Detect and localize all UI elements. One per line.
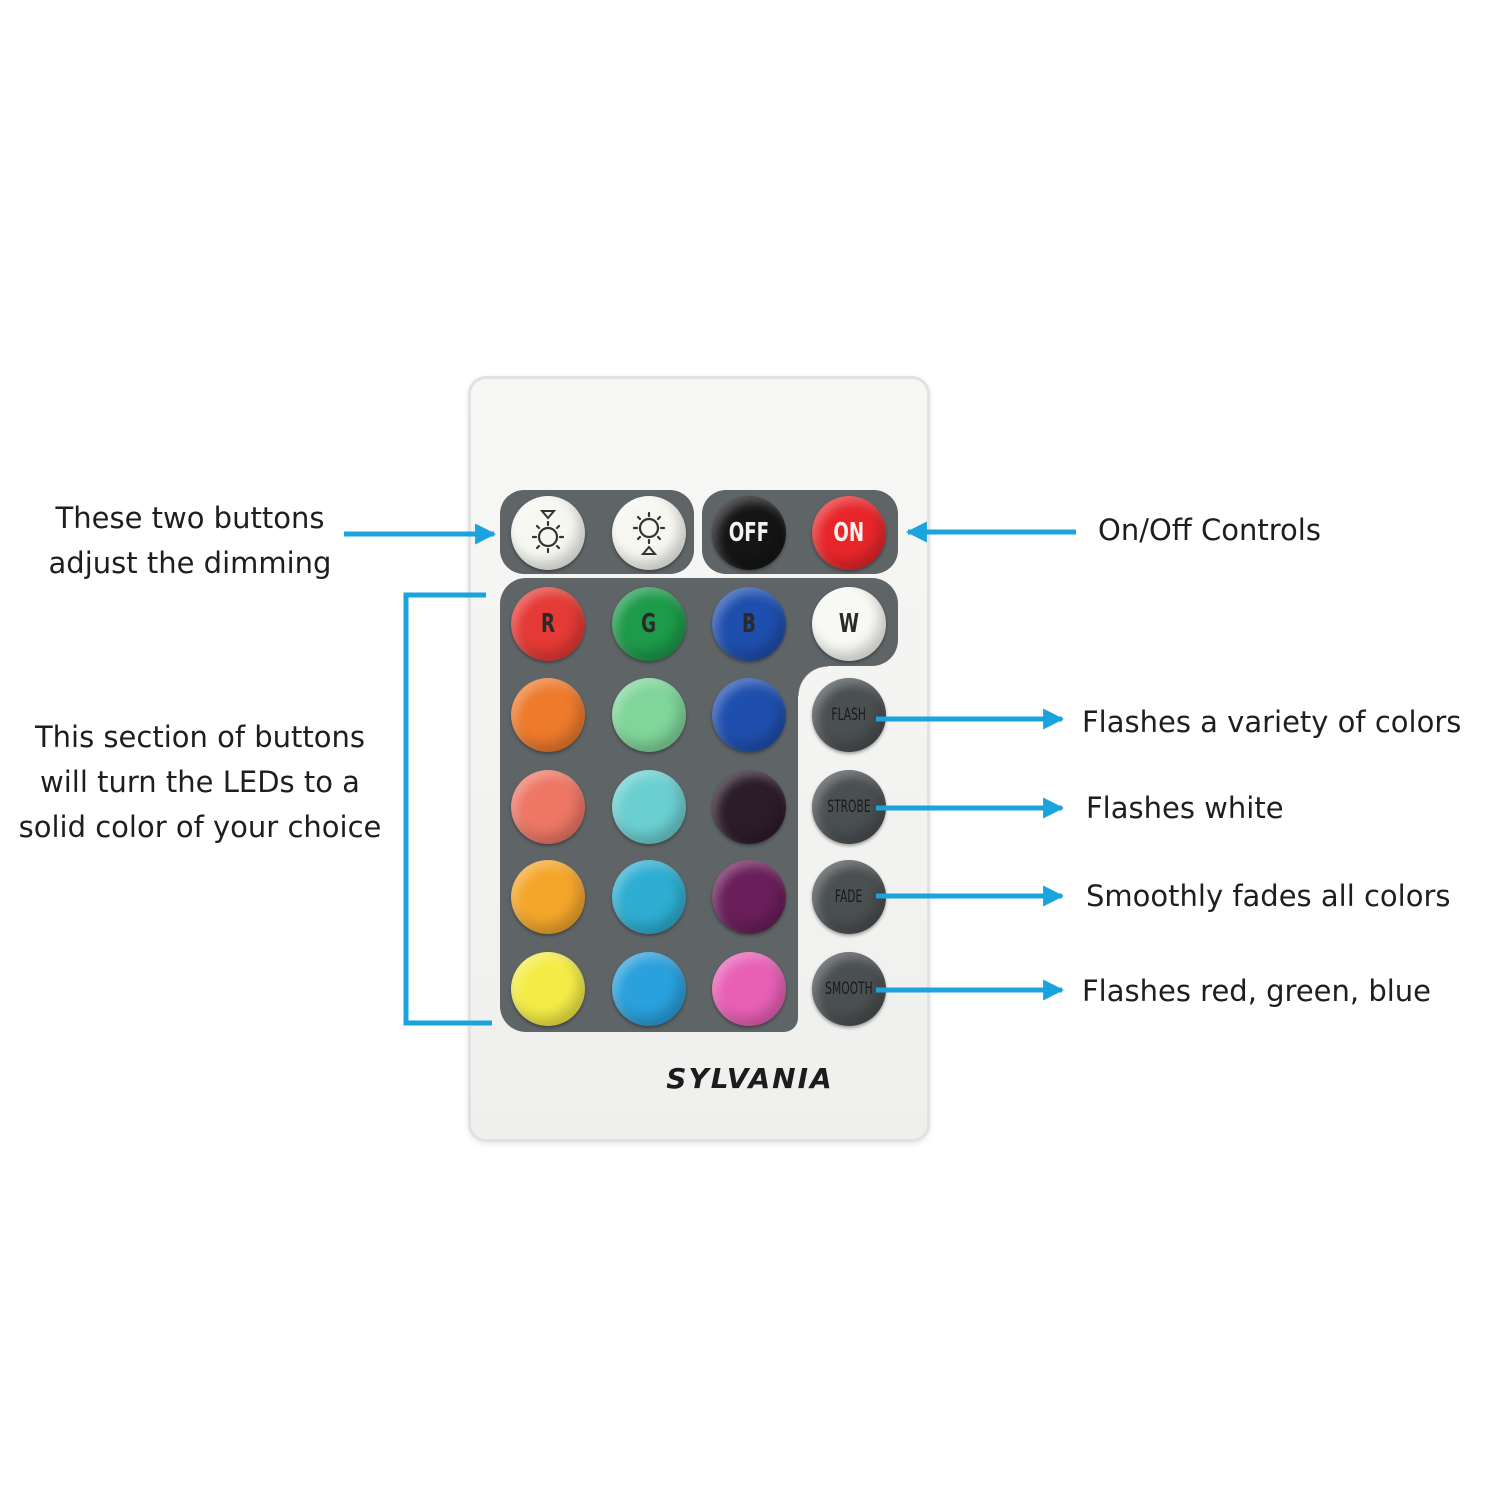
strobe-label: STROBE: [827, 797, 871, 817]
color-button[interactable]: [511, 770, 585, 844]
fade-label: FADE: [835, 887, 863, 907]
smooth-button[interactable]: SMOOTH: [812, 952, 886, 1026]
color-button[interactable]: [712, 860, 786, 934]
colors-line-3: solid color of your choice: [18, 810, 382, 844]
smooth-label: SMOOTH: [825, 979, 873, 999]
brightness-down-icon: [531, 510, 565, 554]
colors-line-2: will turn the LEDs to a: [40, 765, 360, 799]
off-button[interactable]: OFF: [712, 496, 786, 570]
color-button[interactable]: [612, 678, 686, 752]
fade-button[interactable]: FADE: [812, 860, 886, 934]
dim-down-button[interactable]: [511, 496, 585, 570]
dimming-line-1: These two buttons: [55, 501, 325, 535]
dimming-line-2: adjust the dimming: [48, 546, 332, 580]
flash-label: FLASH: [831, 705, 867, 725]
power-annotation: On/Off Controls: [1098, 513, 1321, 547]
red-label: R: [540, 609, 556, 639]
color-button[interactable]: [511, 860, 585, 934]
blue-button[interactable]: B: [712, 587, 786, 661]
colors-line-1: This section of buttons: [34, 720, 366, 754]
color-button[interactable]: [511, 952, 585, 1026]
color-button[interactable]: [612, 770, 686, 844]
white-label: W: [838, 609, 860, 639]
flash-button[interactable]: FLASH: [812, 678, 886, 752]
color-button[interactable]: [511, 678, 585, 752]
brand-logo: SYLVANIA: [666, 1062, 834, 1095]
strobe-annotation: Flashes white: [1086, 791, 1284, 825]
color-button[interactable]: [712, 678, 786, 752]
dimming-annotation: These two buttons adjust the dimming: [20, 496, 360, 586]
brightness-up-icon: [632, 511, 666, 555]
strobe-button[interactable]: STROBE: [812, 770, 886, 844]
color-button[interactable]: [612, 860, 686, 934]
red-button[interactable]: R: [511, 587, 585, 661]
green-button[interactable]: G: [612, 587, 686, 661]
flash-annotation: Flashes a variety of colors: [1082, 705, 1462, 739]
green-label: G: [641, 609, 657, 639]
white-button[interactable]: W: [812, 587, 886, 661]
off-label: OFF: [728, 518, 770, 548]
color-button[interactable]: [712, 770, 786, 844]
on-button[interactable]: ON: [812, 496, 886, 570]
blue-label: B: [742, 609, 756, 639]
color-button[interactable]: [612, 952, 686, 1026]
fade-annotation: Smoothly fades all colors: [1086, 879, 1451, 913]
color-button[interactable]: [712, 952, 786, 1026]
dim-up-button[interactable]: [612, 496, 686, 570]
smooth-annotation: Flashes red, green, blue: [1082, 974, 1432, 1008]
on-label: ON: [833, 518, 865, 548]
colors-annotation: This section of buttons will turn the LE…: [0, 715, 400, 850]
color-bracket: [403, 592, 492, 1026]
